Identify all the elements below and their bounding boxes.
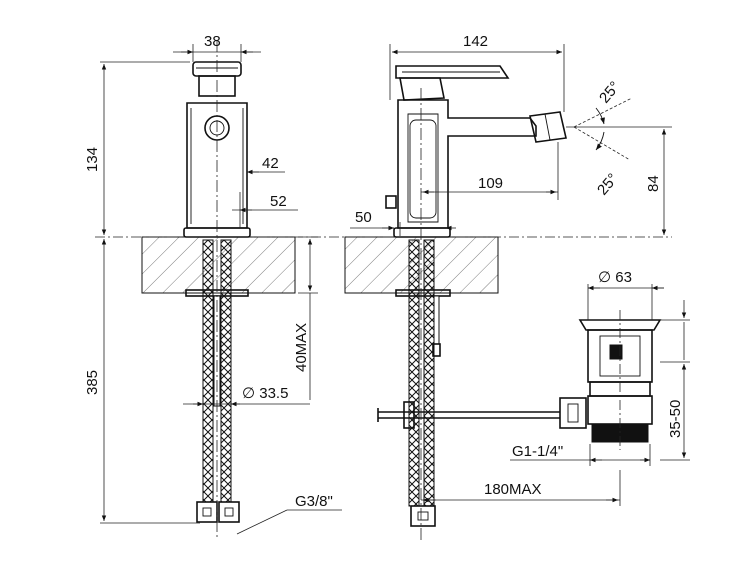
lever-handle (395, 65, 510, 79)
counter-right (344, 236, 499, 294)
dim-hole-diameter: ∅ 33.5 (242, 385, 288, 402)
dim-connection-thread: G3/8" (295, 493, 333, 510)
dim-lever-offset: 50 (355, 209, 372, 226)
hose-left-1 (202, 239, 214, 503)
dim-body-width: 38 (204, 33, 221, 50)
dim-body-height: 134 (84, 147, 101, 172)
dim-waste-thread: G1-1/4" (512, 443, 563, 460)
counter-left (141, 236, 296, 294)
dim-swivel-up: 25° (596, 78, 624, 106)
popup-waste (559, 310, 662, 450)
hose-right-2 (423, 239, 435, 507)
dim-max-thickness: 40MAX (293, 323, 310, 372)
hose-left-2 (220, 239, 232, 503)
connector-right (218, 501, 240, 523)
dim-reach: 109 (478, 175, 503, 192)
dim-rod-length: 180MAX (484, 481, 542, 498)
spout-side (529, 111, 567, 143)
front-view: 38 134 385 42 52 40MAX ∅ 33.5 G3/8" (84, 33, 342, 540)
hose-right-1 (408, 239, 420, 507)
dim-spout-52: 52 (270, 193, 287, 210)
dim-spout-42: 42 (262, 155, 279, 172)
dim-waste-height: 35-50 (667, 400, 684, 438)
dim-swivel-down: 25° (594, 170, 622, 198)
dim-projection: 142 (463, 33, 488, 50)
dim-spout-height: 84 (645, 175, 662, 192)
connector-left (196, 501, 218, 523)
connector-side (410, 505, 436, 527)
dim-waste-diameter: ∅ 63 (598, 269, 632, 286)
dim-total-height: 385 (84, 370, 101, 395)
popup-knob (385, 195, 397, 209)
faucet-body-side (397, 99, 537, 229)
